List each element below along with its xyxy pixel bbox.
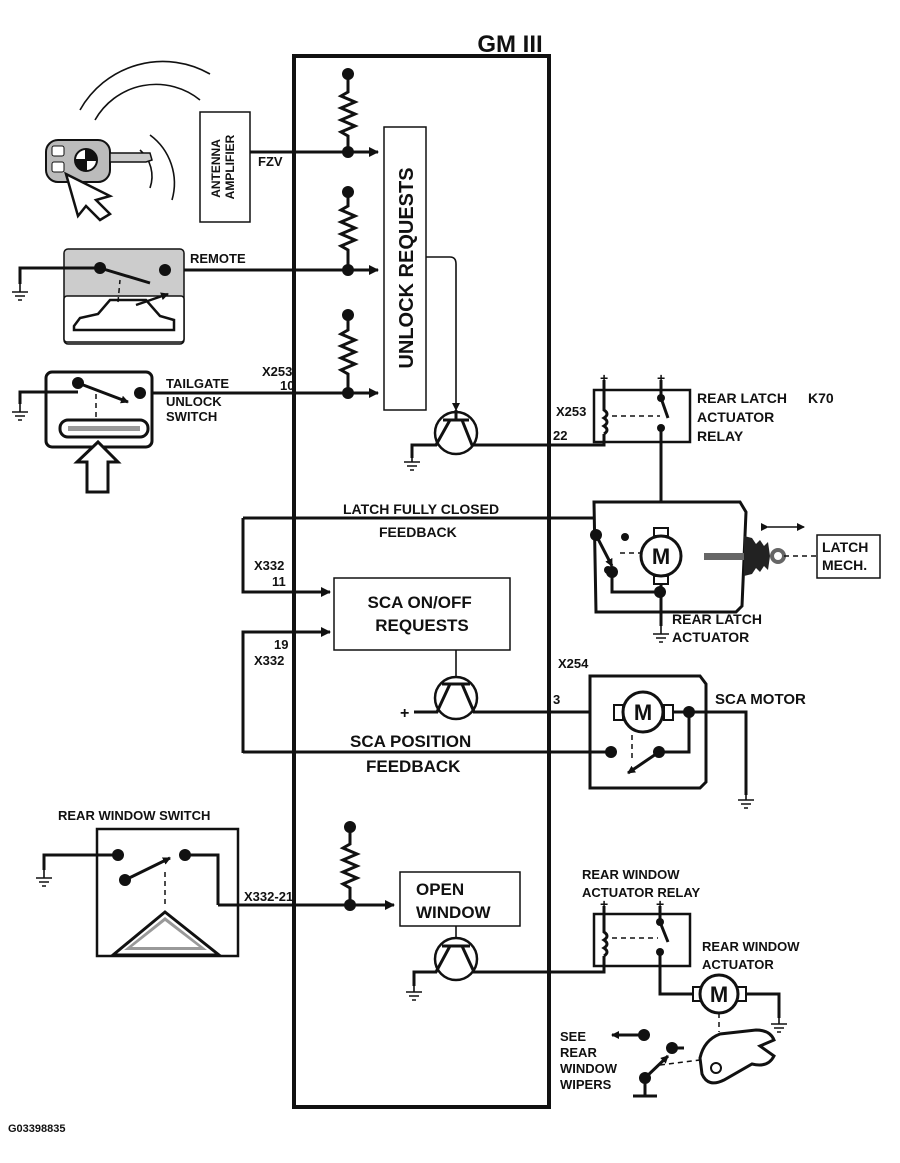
sca-position-feedback-label: SCA POSITION FEEDBACK	[350, 732, 476, 776]
sca-requests-box	[333, 577, 511, 651]
x332-21-label: X332-21	[244, 889, 293, 904]
rear-window-switch-label: REAR WINDOW SWITCH	[58, 808, 210, 823]
latch-motor-symbol: M	[652, 544, 670, 569]
sca-motor-label: SCA MOTOR	[715, 691, 806, 708]
x254-label: X254	[558, 656, 589, 671]
rear-latch-relay-label: REAR LATCH ACTUATOR RELAY	[697, 390, 791, 444]
pin-19-label: 19	[274, 637, 288, 652]
transistor-sca	[414, 675, 614, 721]
sca-motor: M	[243, 674, 755, 809]
pullup-resistor-3	[337, 309, 359, 394]
latch-mech-label: LATCH MECH.	[822, 539, 872, 573]
fzv-label: FZV	[258, 154, 283, 169]
window-motor-symbol: M	[710, 982, 728, 1007]
rear-window-actuator: M	[692, 973, 788, 1085]
rear-wiper-switch	[611, 1029, 701, 1098]
antenna-amplifier-box	[199, 111, 251, 223]
rear-window-actuator-relay: + +	[592, 896, 698, 996]
rear-window-actuator-label: REAR WINDOW ACTUATOR	[702, 939, 803, 972]
k70-label: K70	[808, 390, 834, 406]
tailgate-unlock-switch	[11, 370, 154, 494]
remote-switch	[11, 248, 185, 345]
transistor-window	[405, 936, 606, 1001]
rear-latch-relay: + +	[549, 370, 692, 520]
sca-plus-label: +	[400, 705, 409, 722]
pullup-resistor-1	[337, 68, 359, 152]
open-window-box	[399, 871, 521, 927]
x253-relay-label: X253	[556, 404, 586, 419]
feedback-label: FEEDBACK	[379, 524, 457, 540]
pullup-resistor-2	[337, 186, 359, 270]
sca-motor-symbol: M	[634, 700, 652, 725]
open-window-label: OPEN WINDOW	[416, 880, 492, 922]
module-title: GM III	[477, 31, 542, 58]
key-fob-icon	[45, 60, 211, 222]
relay-plus-2: +	[657, 370, 665, 386]
unlock-requests-box	[383, 126, 427, 411]
rear-window-switch	[35, 827, 240, 958]
remote-label: REMOTE	[190, 251, 246, 266]
see-wipers-label: SEE REAR WINDOW WIPERS	[560, 1029, 621, 1092]
pin-3-label: 3	[553, 692, 560, 707]
x253-top-label: X253	[262, 364, 292, 379]
x332-bottom-label: X332	[254, 653, 284, 668]
latch-mech-box	[816, 534, 881, 579]
figure-id: G03398835	[8, 1123, 66, 1135]
tailgate-switch-label: TAILGATE UNLOCK SWITCH	[166, 376, 233, 424]
relay-plus-1: +	[600, 370, 608, 386]
pullup-resistor-4	[339, 821, 361, 905]
unlock-requests-label: UNLOCK REQUESTS	[396, 167, 418, 368]
rear-window-relay-label: REAR WINDOW ACTUATOR RELAY	[582, 867, 701, 900]
gm3-module-box	[292, 54, 551, 1109]
window-relay-plus-2: +	[656, 896, 664, 912]
rear-latch-actuator: M	[590, 500, 818, 643]
pin-11-label: 11	[272, 574, 286, 589]
transistor-unlock	[403, 410, 549, 471]
sca-requests-label: SCA ON/OFF REQUESTS	[368, 593, 477, 635]
latch-fully-closed-label: LATCH FULLY CLOSED	[343, 501, 499, 517]
window-relay-plus-1: +	[600, 896, 608, 912]
pin-22-label: 22	[553, 428, 567, 443]
antenna-amplifier-label: ANTENNA AMPLIFIER	[209, 134, 237, 199]
pin-10-label: 10	[280, 378, 294, 393]
x332-top-label: X332	[254, 558, 284, 573]
rear-latch-actuator-label: REAR LATCH ACTUATOR	[672, 611, 766, 645]
